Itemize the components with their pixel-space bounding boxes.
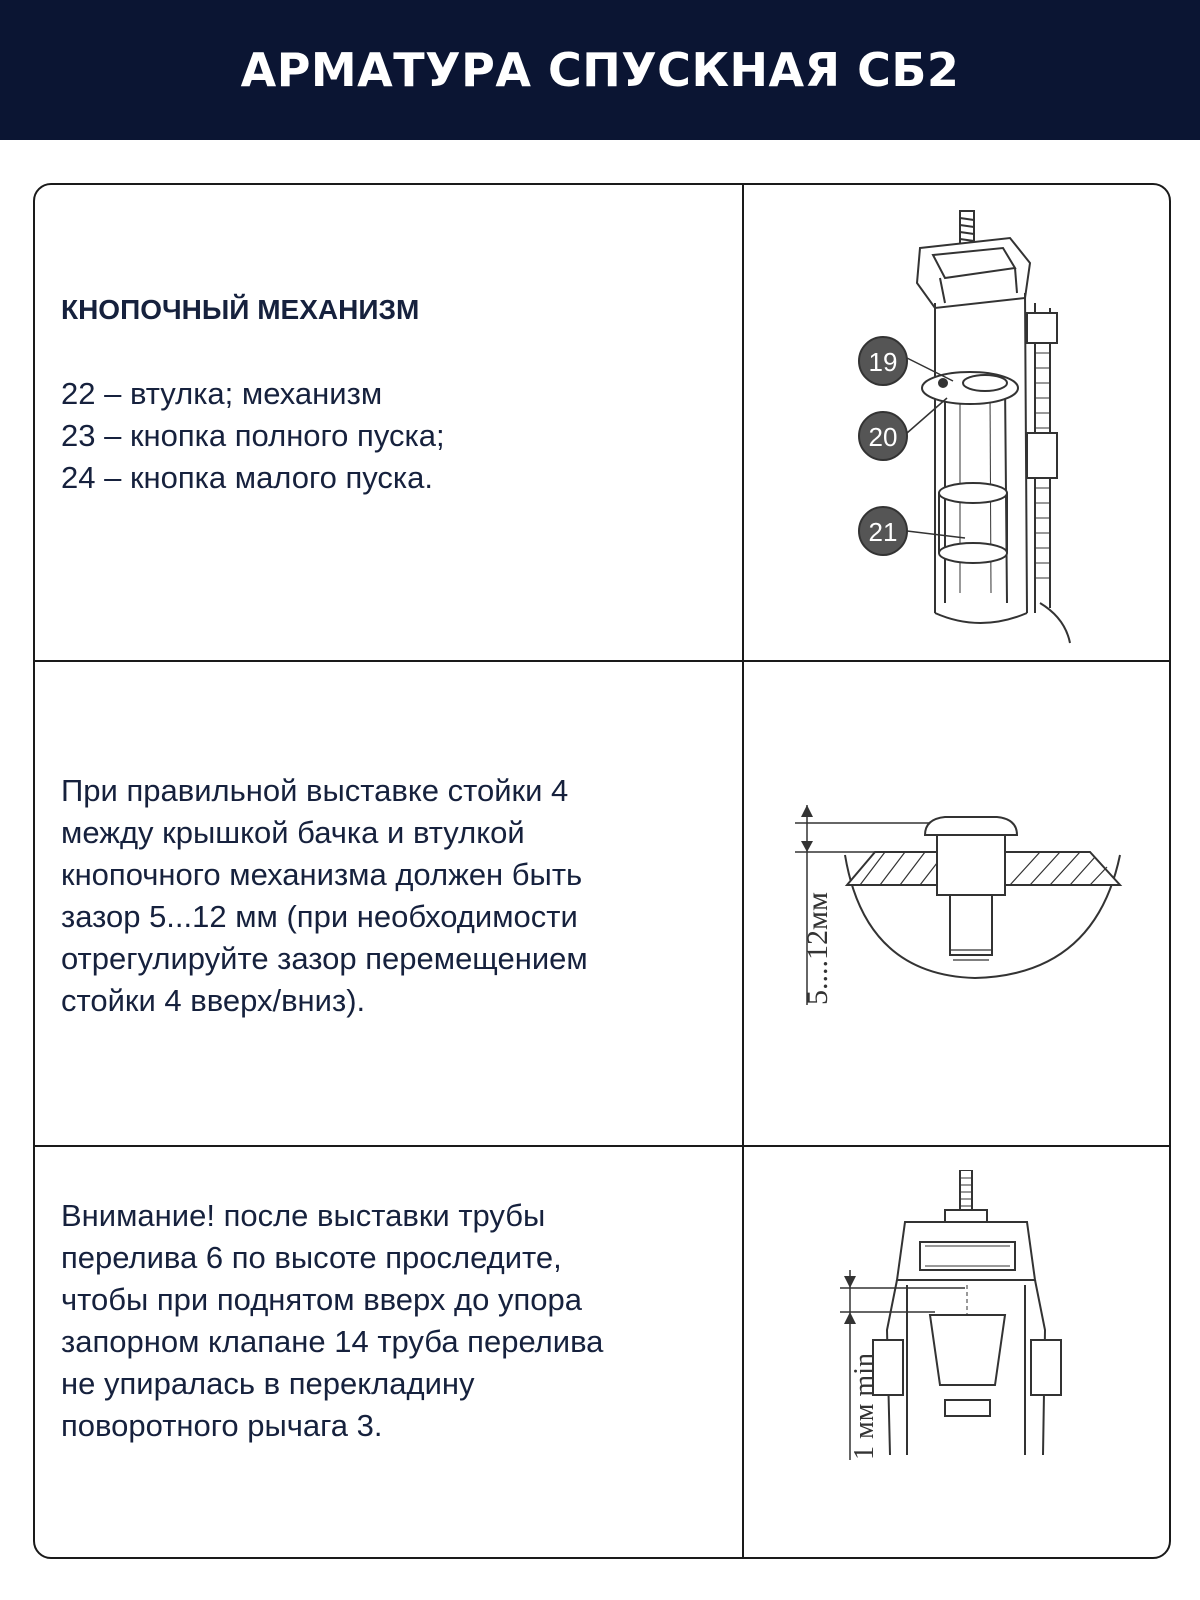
instruction-table: КНОПОЧНЫЙ МЕХАНИЗМ 22 – втулка; механизм…: [33, 183, 1171, 1559]
text-line: стойки 4 вверх/вниз).: [61, 983, 366, 1018]
page-title: АРМАТУРА СПУСКНАЯ СБ2: [240, 43, 960, 97]
text-line: между крышкой бачка и втулкой: [61, 815, 525, 850]
section-title: КНОПОЧНЫЙ МЕХАНИЗМ: [61, 294, 420, 325]
gap-diagram-figure: 5....12мм: [765, 795, 1165, 1035]
text-line: 23 – кнопка полного пуска;: [61, 418, 445, 453]
text-line: перелива 6 по высоте проследите,: [61, 1240, 562, 1275]
overflow-pipe-figure: 1 мм min: [795, 1170, 1125, 1470]
clearance-dimension-label: 1 мм min: [849, 1353, 880, 1460]
text-line: 24 – кнопка малого пуска.: [61, 460, 433, 495]
row2-text: При правильной выставке стойки 4 между к…: [61, 770, 721, 1022]
button-mechanism-figure: 19 20 21: [795, 193, 1165, 648]
text-line: запорном клапане 14 труба перелива: [61, 1324, 604, 1359]
callout-19: 19: [869, 347, 898, 377]
header-bar: АРМАТУРА СПУСКНАЯ СБ2: [0, 0, 1200, 140]
text-line: Внимание! после выставки трубы: [61, 1198, 546, 1233]
text-line: отрегулируйте зазор перемещением: [61, 941, 588, 976]
row1-text: КНОПОЧНЫЙ МЕХАНИЗМ 22 – втулка; механизм…: [61, 289, 721, 499]
row3-text: Внимание! после выставки трубы перелива …: [61, 1195, 721, 1447]
text-line: не упиралась в перекладину: [61, 1366, 475, 1401]
text-line: При правильной выставке стойки 4: [61, 773, 569, 808]
row-divider-1: [35, 660, 1169, 662]
text-line: поворотного рычага 3.: [61, 1408, 383, 1443]
text-line: 22 – втулка; механизм: [61, 376, 383, 411]
text-line: кнопочного механизма должен быть: [61, 857, 583, 892]
column-divider: [742, 185, 744, 1557]
callout-21: 21: [869, 517, 898, 547]
text-line: зазор 5...12 мм (при необходимости: [61, 899, 578, 934]
text-line: чтобы при поднятом вверх до упора: [61, 1282, 582, 1317]
row-divider-2: [35, 1145, 1169, 1147]
gap-dimension-label: 5....12мм: [801, 892, 834, 1005]
callout-20: 20: [869, 422, 898, 452]
